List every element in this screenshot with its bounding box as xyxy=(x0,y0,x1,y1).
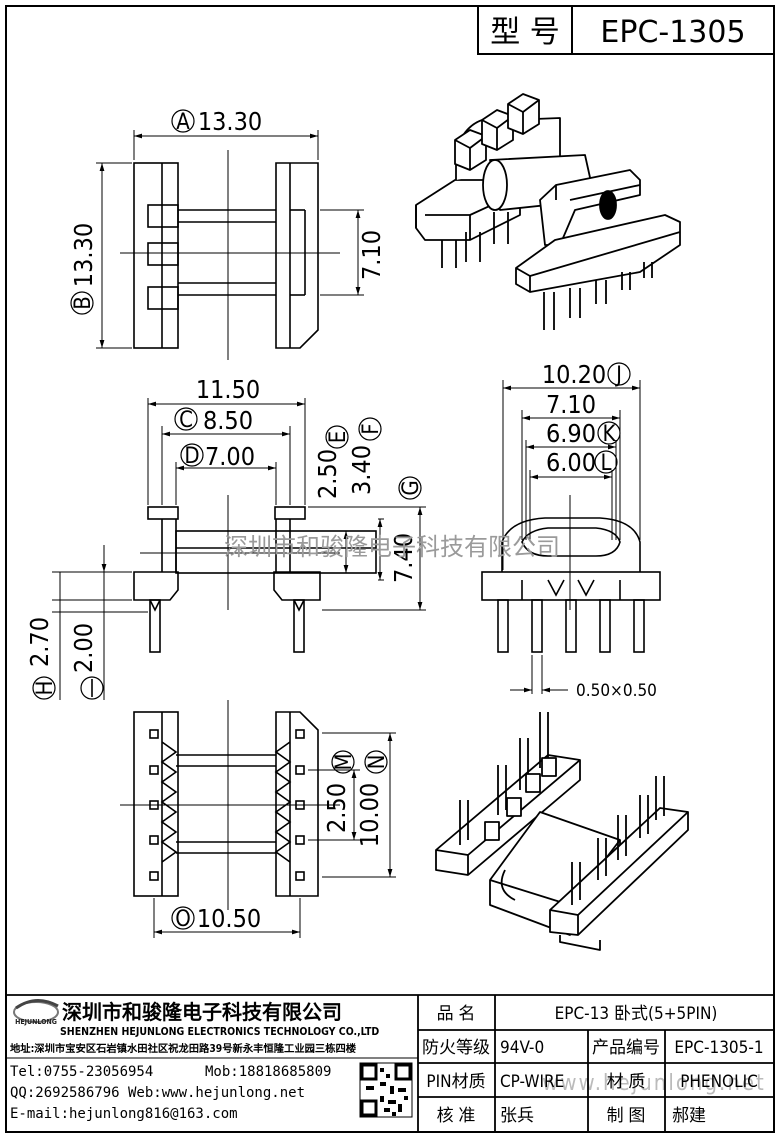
dim-I-value: 2.00 xyxy=(69,623,98,673)
dim-710-top-value: 7.10 xyxy=(357,230,386,280)
label-N-circle xyxy=(364,750,388,774)
label-D: D xyxy=(184,444,199,469)
row2-value2: EPC-1305-1 xyxy=(674,1038,763,1058)
label-L: L xyxy=(600,451,611,476)
label-J-circle xyxy=(607,362,631,386)
qr-code xyxy=(359,1062,413,1118)
label-G-circle xyxy=(398,476,422,500)
label-M: M xyxy=(332,753,357,770)
model-value: EPC-1305 xyxy=(600,15,745,50)
pin-size-value: 0.50×0.50 xyxy=(576,681,657,701)
label-F: F xyxy=(359,423,384,434)
row3-label2: 材 质 xyxy=(607,1072,646,1092)
label-L-circle xyxy=(594,450,618,474)
label-D-circle xyxy=(180,443,204,467)
row4-label: 核 准 xyxy=(437,1106,476,1126)
label-F-circle xyxy=(358,417,382,441)
label-B: B xyxy=(71,296,96,310)
label-E: E xyxy=(326,431,351,444)
row3-value2: PHENOLIC xyxy=(680,1072,758,1092)
front-view xyxy=(481,380,661,694)
sheet-border xyxy=(5,5,775,1133)
label-E-circle xyxy=(325,425,349,449)
label-M-circle xyxy=(331,750,355,774)
company-name-en: SHENZHEN HEJUNLONG ELECTRONICS TECHNOLOG… xyxy=(60,1026,379,1038)
label-A-circle xyxy=(171,109,195,133)
label-N: N xyxy=(365,755,390,770)
label-H: H xyxy=(33,681,58,696)
label-J: J xyxy=(614,363,622,388)
label-A: A xyxy=(176,110,190,135)
contact-email: E-mail:hejunlong816@163.com xyxy=(10,1106,238,1122)
row2-value: 94V-0 xyxy=(500,1038,544,1058)
label-B-circle xyxy=(70,291,94,315)
dim-710-front-value: 7.10 xyxy=(546,390,596,419)
dim-K-value: 6.90 xyxy=(546,419,596,448)
dim-M-value: 2.50 xyxy=(322,783,351,833)
dim-L-value: 6.00 xyxy=(546,448,596,477)
row4-label2: 制 图 xyxy=(607,1106,646,1126)
dim-O-value: 10.50 xyxy=(197,904,261,933)
label-K-circle xyxy=(597,421,621,445)
top-view xyxy=(96,130,364,360)
dim-N-value: 10.00 xyxy=(355,783,384,847)
dim-G-value: 7.40 xyxy=(389,533,418,583)
row1-label: 品 名 xyxy=(437,1004,476,1024)
iso-view-top xyxy=(415,93,681,330)
dim-A-value: 13.30 xyxy=(198,107,262,136)
watermark-company: 深圳市和骏隆电子科技有限公司 xyxy=(224,533,560,561)
contact-mob: Mob:18818685809 xyxy=(205,1064,331,1080)
label-C-circle xyxy=(174,407,198,431)
dim-F-value: 3.40 xyxy=(347,445,376,495)
row4-value2: 郝建 xyxy=(672,1106,706,1126)
contact-qq-web: QQ:2692586796 Web:www.hejunlong.net xyxy=(10,1085,305,1101)
company-address: 地址:深圳市宝安区石岩镇水田社区祝龙田路39号新永丰恒隆工业园三栋四楼 xyxy=(10,1042,357,1055)
header-box: 型 号 EPC-1305 xyxy=(477,5,775,55)
label-C: C xyxy=(179,408,193,433)
dim-D-value: 7.00 xyxy=(205,442,255,471)
logo-text: HEJUNLONG xyxy=(15,1018,57,1026)
iso-view-bottom xyxy=(435,712,689,951)
side-view xyxy=(52,398,426,700)
dim-1150-value: 11.50 xyxy=(196,375,260,404)
watermark-url: www.hejunlong.net xyxy=(542,1071,766,1096)
label-O-circle xyxy=(171,906,195,930)
contact-tel: Tel:0755-23056954 xyxy=(10,1064,153,1080)
label-K: K xyxy=(603,422,617,447)
row1-value: EPC-13 卧式(5+5PIN) xyxy=(555,1004,718,1024)
row3-label: PIN材质 xyxy=(426,1072,485,1092)
row3-value: CP-WIRE xyxy=(500,1072,564,1092)
label-H-circle xyxy=(32,676,56,700)
model-label: 型 号 xyxy=(490,15,560,50)
dim-J-value: 10.20 xyxy=(542,360,606,389)
title-block xyxy=(6,994,774,1132)
row2-label: 防火等级 xyxy=(422,1038,490,1058)
dim-H-value: 2.70 xyxy=(25,617,54,667)
label-G: G xyxy=(399,480,424,495)
company-logo: HEJUNLONG xyxy=(13,999,59,1026)
bottom-view xyxy=(120,700,396,938)
dim-B-value: 13.30 xyxy=(69,223,98,287)
dim-E-value: 2.50 xyxy=(313,449,342,499)
dim-C-value: 8.50 xyxy=(203,406,253,435)
row4-value: 张兵 xyxy=(500,1106,534,1126)
label-I-circle xyxy=(80,676,104,700)
label-O: O xyxy=(175,907,191,932)
row2-label2: 产品编号 xyxy=(592,1038,660,1058)
company-name-cn: 深圳市和骏隆电子科技有限公司 xyxy=(62,1000,342,1024)
